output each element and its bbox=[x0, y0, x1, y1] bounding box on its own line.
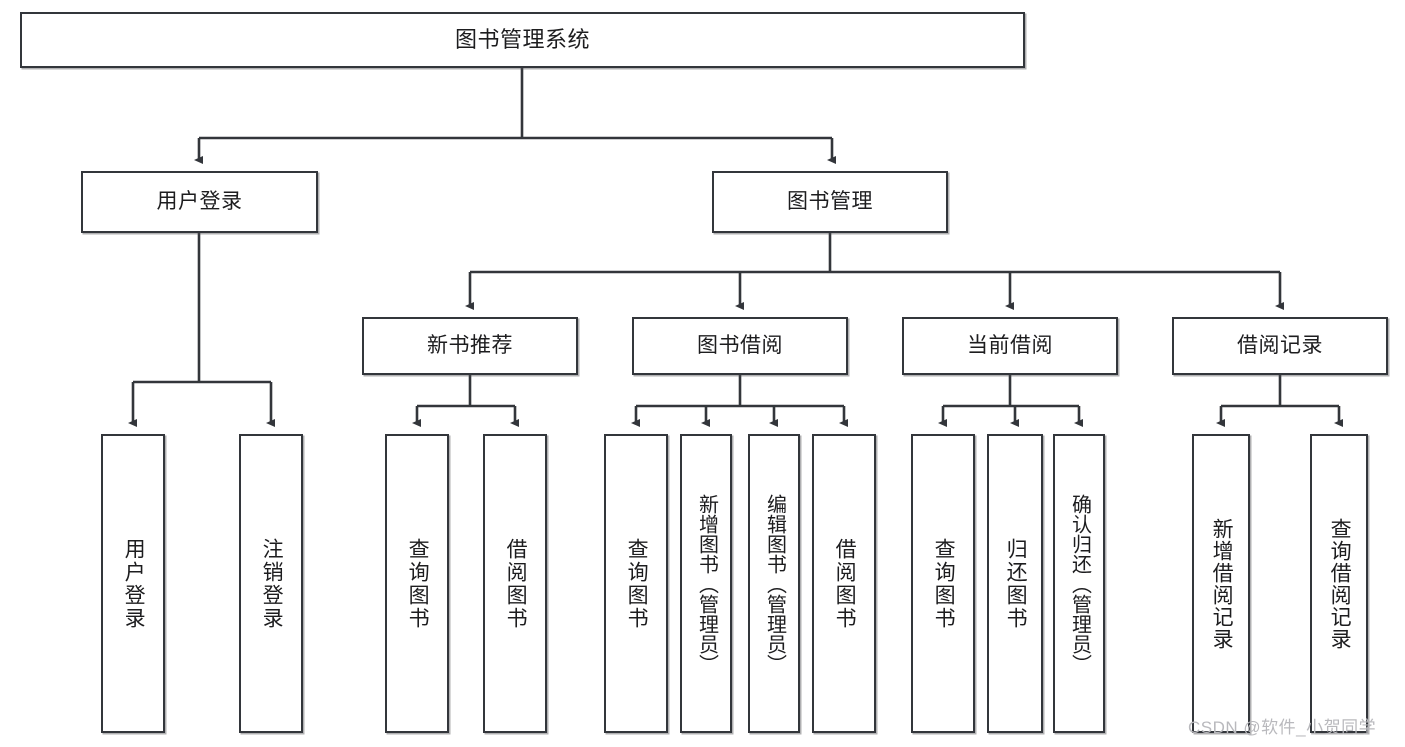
node-user-login[interactable]: 用户登录 bbox=[81, 171, 318, 233]
leaf-add-record[interactable]: 新增借阅记录 bbox=[1192, 434, 1250, 733]
node-root-label: 图书管理系统 bbox=[454, 27, 590, 53]
leaf-borrow-book-2-label: 借阅图书 bbox=[833, 537, 857, 630]
node-book-manage[interactable]: 图书管理 bbox=[712, 171, 948, 233]
node-new-book-recommend-label: 新书推荐 bbox=[427, 333, 513, 357]
csdn-watermark: CSDN @软件_小贺同学 bbox=[1188, 718, 1377, 737]
node-current-borrow[interactable]: 当前借阅 bbox=[902, 317, 1118, 375]
leaf-confirm-return-label: 确认归还（管理员） bbox=[1068, 493, 1091, 674]
leaf-logout-label: 注销登录 bbox=[260, 537, 284, 630]
leaf-query-book-2-label: 查询图书 bbox=[625, 537, 649, 630]
leaf-edit-book-label: 编辑图书（管理员） bbox=[763, 493, 786, 674]
leaf-user-login-label: 用户登录 bbox=[122, 537, 146, 630]
node-user-login-label: 用户登录 bbox=[156, 189, 243, 213]
leaf-query-record[interactable]: 查询借阅记录 bbox=[1310, 434, 1368, 733]
leaf-logout[interactable]: 注销登录 bbox=[239, 434, 303, 733]
node-book-borrow-label: 图书借阅 bbox=[697, 333, 783, 357]
leaf-add-book-label: 新增图书（管理员） bbox=[695, 493, 718, 674]
node-root[interactable]: 图书管理系统 bbox=[20, 12, 1025, 68]
leaf-borrow-book-1-label: 借阅图书 bbox=[504, 537, 528, 630]
node-new-book-recommend[interactable]: 新书推荐 bbox=[362, 317, 578, 375]
node-borrow-record-label: 借阅记录 bbox=[1237, 333, 1323, 357]
leaf-query-book-3[interactable]: 查询图书 bbox=[911, 434, 975, 733]
leaf-confirm-return[interactable]: 确认归还（管理员） bbox=[1053, 434, 1105, 733]
leaf-add-book[interactable]: 新增图书（管理员） bbox=[680, 434, 732, 733]
leaf-query-book-1-label: 查询图书 bbox=[406, 537, 430, 630]
leaf-query-book-2[interactable]: 查询图书 bbox=[604, 434, 668, 733]
leaf-return-book-label: 归还图书 bbox=[1004, 537, 1028, 630]
leaf-edit-book[interactable]: 编辑图书（管理员） bbox=[748, 434, 800, 733]
leaf-add-record-label: 新增借阅记录 bbox=[1210, 517, 1234, 650]
leaf-user-login[interactable]: 用户登录 bbox=[101, 434, 165, 733]
leaf-query-record-label: 查询借阅记录 bbox=[1328, 517, 1352, 650]
leaf-query-book-1[interactable]: 查询图书 bbox=[385, 434, 449, 733]
node-borrow-record[interactable]: 借阅记录 bbox=[1172, 317, 1388, 375]
node-book-borrow[interactable]: 图书借阅 bbox=[632, 317, 848, 375]
node-book-manage-label: 图书管理 bbox=[787, 189, 873, 213]
leaf-borrow-book-1[interactable]: 借阅图书 bbox=[483, 434, 547, 733]
leaf-borrow-book-2[interactable]: 借阅图书 bbox=[812, 434, 876, 733]
leaf-query-book-3-label: 查询图书 bbox=[932, 537, 956, 630]
leaf-return-book[interactable]: 归还图书 bbox=[987, 434, 1043, 733]
node-current-borrow-label: 当前借阅 bbox=[967, 333, 1053, 357]
